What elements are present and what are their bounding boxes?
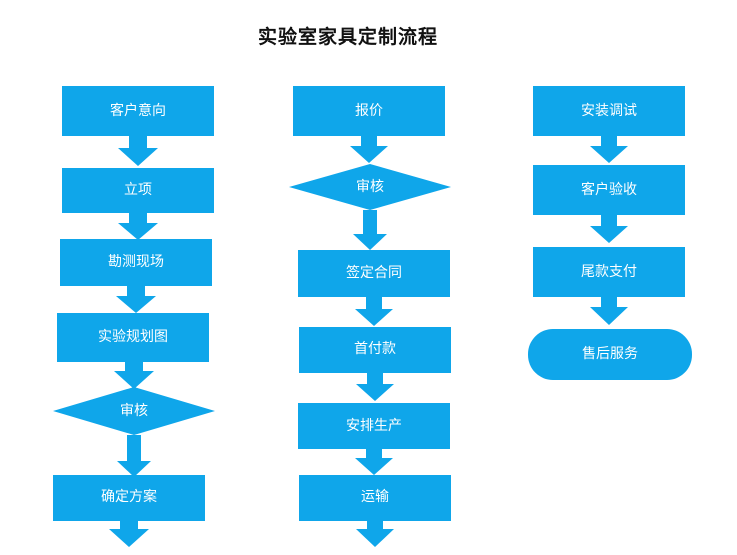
node-after-sales bbox=[528, 329, 692, 380]
node-label: 运输 bbox=[361, 489, 389, 505]
node-label: 售后服务 bbox=[582, 346, 638, 362]
column-2: 报价 审核 签定合同 首付款 安排生产 运输 bbox=[289, 86, 451, 547]
node-project-setup bbox=[62, 168, 214, 213]
arrow-down bbox=[109, 521, 149, 547]
node-label: 实验规划图 bbox=[98, 329, 168, 345]
column-1: 客户意向 立项 勘测现场 实验规划图 审核 确定方案 bbox=[53, 86, 215, 547]
arrow-down bbox=[356, 373, 394, 401]
node-label: 客户验收 bbox=[581, 181, 637, 198]
node-down-payment bbox=[299, 327, 451, 373]
node-label: 立项 bbox=[124, 182, 152, 198]
node-label: 安排生产 bbox=[346, 418, 402, 434]
arrow-down bbox=[590, 215, 628, 243]
node-label: 审核 bbox=[120, 403, 148, 419]
node-label: 报价 bbox=[355, 103, 383, 119]
node-acceptance bbox=[533, 165, 685, 215]
arrow-down bbox=[118, 213, 158, 240]
node-label: 尾款支付 bbox=[581, 264, 637, 280]
node-sign-contract bbox=[298, 250, 450, 297]
arrow-down bbox=[118, 136, 158, 166]
node-transport bbox=[299, 475, 451, 521]
arrow-down bbox=[590, 297, 628, 325]
node-customer-intent bbox=[62, 86, 214, 136]
node-review-2 bbox=[289, 164, 451, 210]
node-review-1 bbox=[53, 387, 215, 435]
arrow-down bbox=[353, 210, 387, 250]
arrow-down bbox=[117, 435, 151, 477]
node-label: 勘测现场 bbox=[108, 254, 164, 270]
arrow-down bbox=[355, 297, 393, 326]
node-final-payment bbox=[533, 247, 685, 297]
node-arrange-production bbox=[298, 403, 450, 449]
node-label: 签定合同 bbox=[346, 264, 402, 281]
column-3: 安装调试 客户验收 尾款支付 售后服务 bbox=[528, 86, 692, 380]
arrow-down bbox=[114, 362, 154, 389]
arrow-down bbox=[590, 136, 628, 163]
arrow-down bbox=[350, 136, 388, 163]
node-label: 客户意向 bbox=[110, 102, 166, 119]
node-quotation bbox=[293, 86, 445, 136]
node-label: 确定方案 bbox=[101, 488, 157, 505]
arrow-down bbox=[116, 286, 156, 313]
arrow-down bbox=[355, 449, 393, 475]
node-site-survey bbox=[60, 239, 212, 286]
node-confirm-plan bbox=[53, 475, 205, 521]
arrow-down bbox=[356, 521, 394, 547]
node-lab-plan bbox=[57, 313, 209, 362]
node-label: 安装调试 bbox=[581, 103, 637, 119]
node-installation bbox=[533, 86, 685, 136]
node-label: 审核 bbox=[356, 179, 384, 195]
flowchart-title: 实验室家具定制流程 bbox=[258, 26, 439, 48]
node-label: 首付款 bbox=[354, 341, 396, 357]
